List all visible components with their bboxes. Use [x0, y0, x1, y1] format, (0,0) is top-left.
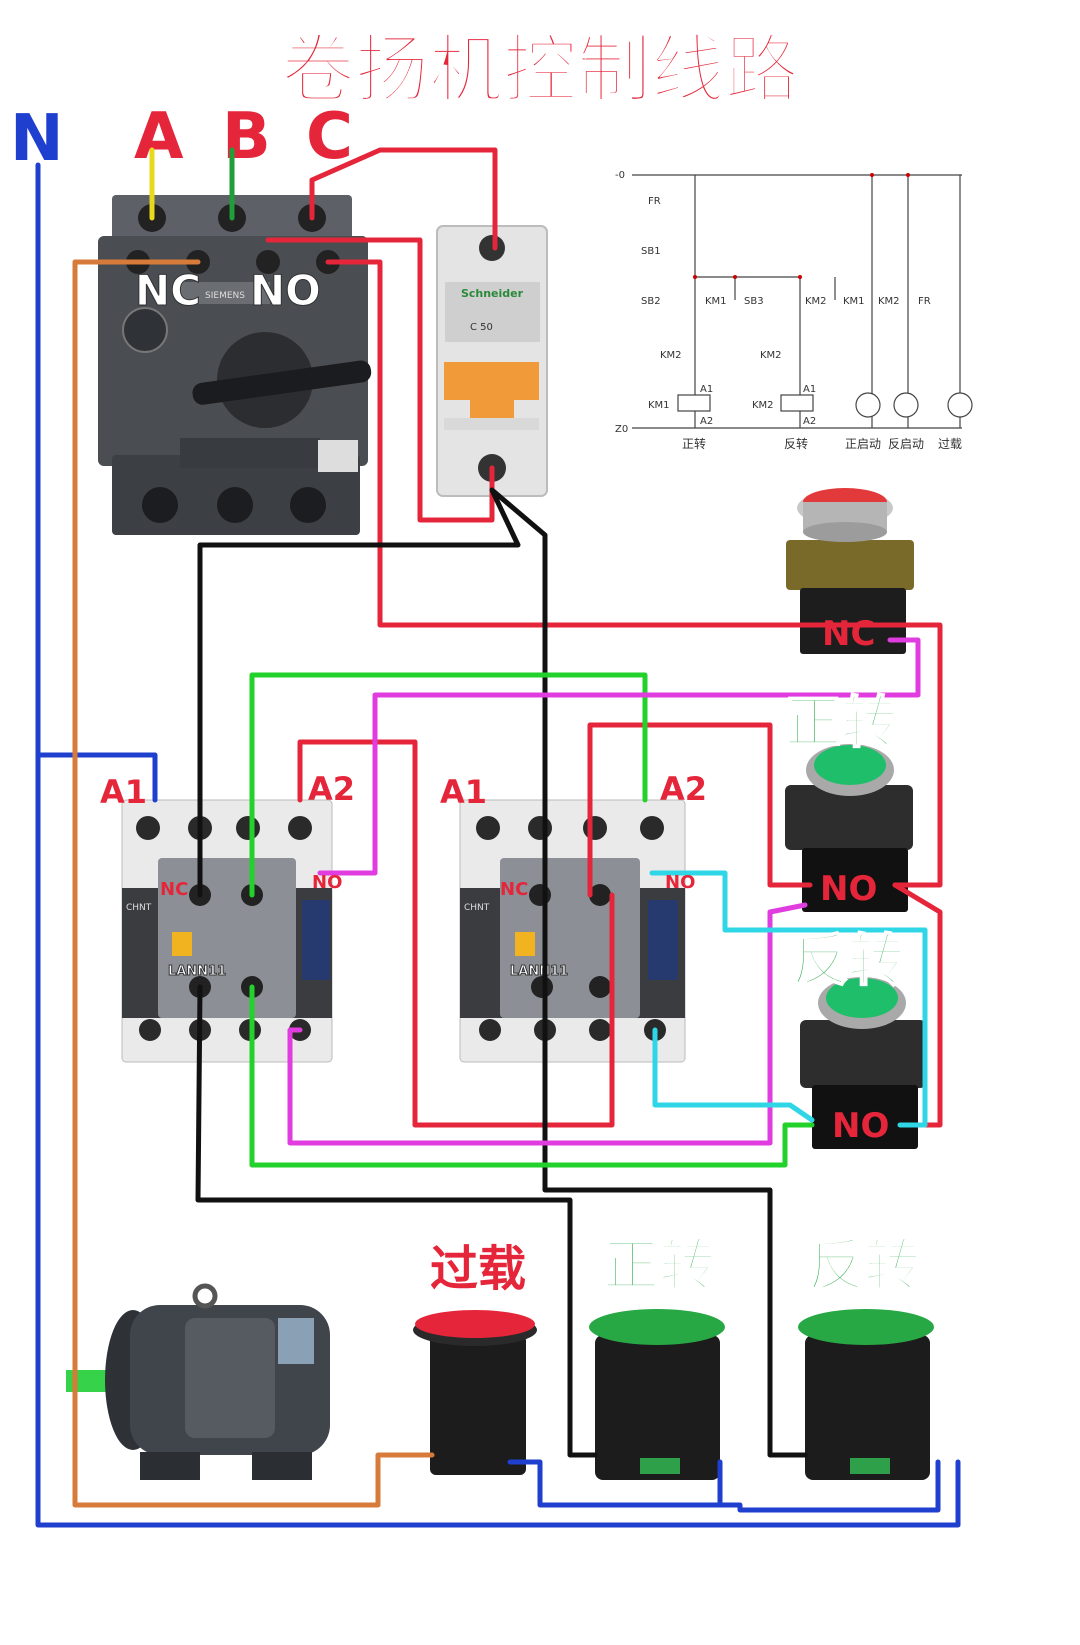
wire-network: [35, 147, 961, 1528]
km1-nc-label: NC: [160, 879, 188, 900]
km2-nc-label: NC: [500, 879, 528, 900]
breaker-no-label: NO: [250, 266, 321, 315]
km2-a2-label: A2: [660, 770, 707, 808]
reverse-button-label: 反转: [792, 929, 904, 994]
schematic-label: A1: [700, 384, 713, 395]
contactor-brand: CHNT: [464, 903, 490, 913]
schematic-label: SB2: [641, 296, 661, 307]
schematic-label: SB3: [744, 296, 764, 307]
schematic-label: KM2: [660, 350, 682, 361]
motor: [66, 1283, 330, 1480]
reverse-button: [800, 977, 926, 1149]
reverse-lamp-label: 反转: [808, 1234, 920, 1299]
contactor-aux-model: LANN11: [168, 964, 226, 979]
schematic-label: SB1: [641, 246, 661, 257]
schematic-labels: -0 Z0 FR SB1 SB2 KM1 SB3 KM2 KM1 KM2 FR …: [615, 170, 962, 451]
km2-a1-label: A1: [440, 773, 487, 811]
schematic-label: A1: [803, 384, 816, 395]
schematic-label: KM1: [705, 296, 727, 307]
control-schematic: [632, 173, 973, 429]
schematic-label: KM1: [843, 296, 865, 307]
contactor-brand: CHNT: [126, 903, 152, 913]
motor-protection-breaker: SIEMENS: [98, 195, 372, 535]
stop-contact-label: NC: [822, 614, 875, 654]
phase-label-c: C: [306, 100, 353, 174]
schematic-label: FR: [918, 296, 931, 307]
miniature-circuit-breaker: Schneider C 50: [436, 225, 548, 497]
forward-lamp: [589, 1309, 725, 1480]
km1-a1-label: A1: [100, 773, 147, 811]
km1-a2-label: A2: [308, 770, 355, 808]
contactor-km1: CHNT LANN11: [121, 799, 333, 1063]
km1-no-label: NO: [312, 872, 342, 893]
schematic-rail-top: -0: [615, 170, 625, 181]
forward-lamp-label: 正转: [603, 1234, 715, 1299]
schematic-bottom-label: 反启动: [888, 437, 924, 451]
schematic-label: KM2: [760, 350, 782, 361]
schematic-label: A2: [803, 416, 816, 427]
km2-no-label: NO: [665, 872, 695, 893]
forward-button: [785, 744, 913, 912]
schematic-bottom-label: 正启动: [845, 437, 881, 451]
page-title: 卷扬机控制线路: [281, 27, 800, 113]
schematic-rail-bottom: Z0: [615, 424, 628, 435]
mcb-brand: Schneider: [461, 287, 524, 300]
breaker-nc-label: NC: [135, 266, 201, 315]
overload-lamp: [413, 1310, 537, 1475]
schematic-label: FR: [648, 196, 661, 207]
phase-label-b: B: [222, 100, 271, 174]
forward-button-label: 正转: [785, 691, 897, 756]
schematic-label: KM2: [878, 296, 900, 307]
contactor-km2: CHNT LANN11: [459, 799, 686, 1063]
stop-button: [786, 488, 914, 654]
mcb-rating: C 50: [470, 322, 493, 333]
reverse-lamp: [798, 1309, 934, 1480]
schematic-label: KM1: [648, 400, 670, 411]
breaker-brand: SIEMENS: [205, 291, 245, 301]
schematic-label: A2: [700, 416, 713, 427]
forward-contact-label: NO: [820, 869, 877, 909]
schematic-label: KM2: [752, 400, 774, 411]
schematic-bottom-label: 正转: [682, 436, 706, 451]
overload-lamp-label: 过载: [430, 1241, 526, 1297]
schematic-label: KM2: [805, 296, 827, 307]
contactor-aux-model: LANN11: [510, 964, 568, 979]
reverse-contact-label: NO: [832, 1106, 889, 1146]
schematic-bottom-label: 反转: [784, 436, 808, 451]
phase-label-a: A: [134, 100, 184, 174]
schematic-bottom-label: 过载: [938, 437, 962, 451]
